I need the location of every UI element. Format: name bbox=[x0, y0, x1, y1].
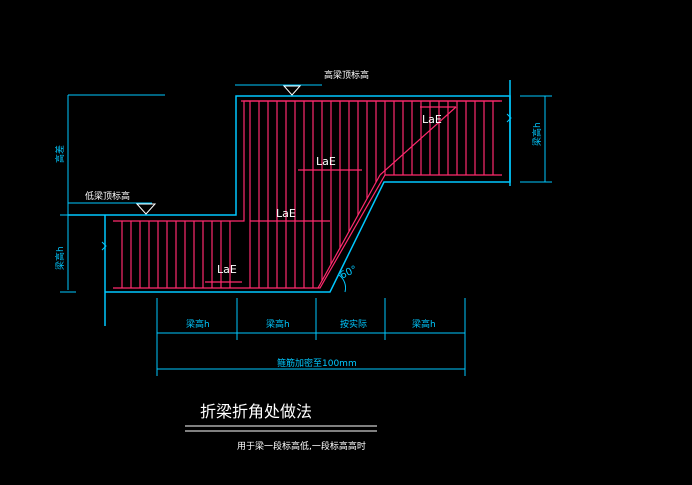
low-beam-top-label: 低梁顶标高 bbox=[85, 190, 130, 202]
break-mark-left bbox=[101, 241, 107, 251]
lae-label-1: LaE bbox=[422, 113, 442, 126]
reference-lines bbox=[60, 84, 552, 293]
rebar-group bbox=[113, 100, 502, 289]
text-annotations: 高梁顶标高 低梁顶标高 LaE LaE LaE LaE bbox=[85, 69, 442, 276]
angle-annotation bbox=[338, 274, 347, 293]
diagonal-bar-upper bbox=[379, 106, 457, 176]
level-markers bbox=[135, 85, 302, 215]
lae-label-2: LaE bbox=[316, 155, 336, 168]
bottom-dimensions bbox=[156, 298, 466, 376]
bottom-total-dim-text: 箍筋加密至100mm bbox=[277, 357, 357, 369]
stirrups-high-section bbox=[249, 101, 494, 281]
left-level-dim-text: 高差 bbox=[54, 145, 66, 163]
angle-arc bbox=[338, 274, 347, 293]
stirrups-low-section bbox=[121, 221, 314, 288]
lae-label-3: LaE bbox=[276, 207, 296, 220]
beam-outline bbox=[68, 80, 511, 326]
bottom-dim-text-2: 梁高h bbox=[266, 318, 290, 330]
right-height-dim-text: 梁高h bbox=[531, 122, 543, 146]
angle-text: 60° bbox=[338, 264, 359, 281]
bottom-dim-text-1: 梁高h bbox=[186, 318, 210, 330]
high-level-triangle bbox=[282, 85, 302, 96]
beam-outline-path bbox=[68, 95, 511, 293]
drawing-subtitle: 用于梁一段标高低,一段标高高时 bbox=[237, 440, 366, 452]
bottom-dim-text-3: 按实际 bbox=[340, 318, 367, 330]
bottom-dim-text-4: 梁高h bbox=[412, 318, 436, 330]
dimension-texts: 高差 梁高h 梁高h 60° 梁高h 梁高h 按实际 梁高h 箍筋加密至100m… bbox=[54, 122, 543, 369]
title-block: 折梁折角处做法 用于梁一段标高低,一段标高高时 bbox=[185, 402, 377, 452]
bottom-bar-upper bbox=[113, 174, 502, 289]
left-height-dim-text: 梁高h bbox=[54, 246, 66, 270]
break-mark-right bbox=[506, 113, 512, 123]
drawing-title: 折梁折角处做法 bbox=[200, 402, 312, 421]
high-beam-top-label: 高梁顶标高 bbox=[324, 69, 369, 81]
lae-label-4: LaE bbox=[217, 263, 237, 276]
low-level-triangle bbox=[135, 203, 157, 215]
